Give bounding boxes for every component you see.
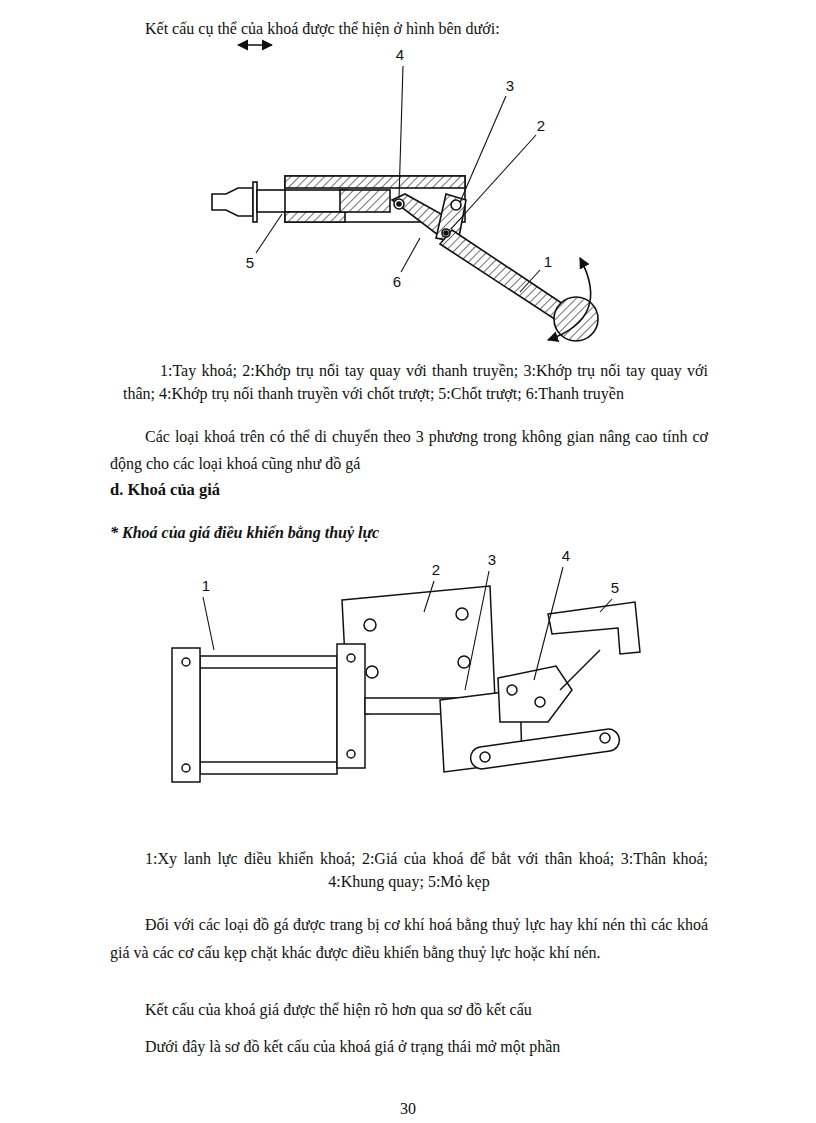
callout-number: 2 [536, 117, 546, 135]
callout-number: 1 [543, 253, 553, 271]
callout-number: 4 [395, 46, 405, 64]
cylinder-barrel [200, 656, 337, 774]
section-heading: d. Khoá của giá [110, 478, 708, 501]
pin-joint [451, 200, 461, 210]
housing-wall [285, 212, 345, 222]
page-number: 30 [400, 1097, 416, 1120]
subheading: * Khoá của giá điều khiển bằng thuỷ lực [110, 521, 708, 544]
pin-nose [212, 188, 253, 216]
end-plate [172, 648, 200, 782]
body-text: Dưới đây là sơ đồ kết cấu của khoá giá ở… [145, 1035, 708, 1058]
callout-number: 4 [561, 547, 571, 565]
leader-lines [203, 567, 612, 690]
callout-number: 5 [245, 254, 255, 272]
sliding-pin [257, 190, 347, 212]
body-text: Kết cấu của khoá giá được thể hiện rõ hơ… [145, 998, 708, 1021]
callout-number: 3 [505, 77, 515, 95]
end-plate [337, 644, 365, 768]
callout-number: 5 [610, 579, 620, 597]
figure-caption: 1:Xy lanh lực điều khiển khoá; 2:Giá của… [110, 847, 708, 893]
paragraph: Đối với các loại đồ gá được trang bị cơ … [110, 911, 708, 967]
pin-joint [394, 199, 404, 209]
link-bar [469, 728, 621, 771]
hydraulic-lock-figure [172, 567, 640, 782]
lock-handle [440, 230, 566, 320]
swing-arrow [548, 258, 591, 340]
pin-joint [397, 202, 401, 206]
lock-mechanism-figure [212, 45, 598, 341]
callout-number: 2 [431, 561, 441, 579]
housing-wall [285, 176, 465, 188]
callout-number: 1 [201, 577, 211, 595]
figure-caption: 1:Tay khoá; 2:Khớp trụ nối tay quay với … [123, 359, 708, 405]
paragraph: Các loại khoá trên có thể di chuyển theo… [110, 423, 708, 477]
leader-lines [256, 66, 540, 292]
motion-arrow [238, 44, 272, 46]
callout-number: 3 [487, 551, 497, 569]
pin-block [340, 190, 390, 212]
pin-joint [444, 231, 448, 235]
clamp-jaw [548, 602, 640, 654]
callout-number: 6 [392, 273, 402, 291]
body-text: Kết cấu cụ thể của khoá được thể hiện ở … [145, 17, 705, 40]
pin-joint [442, 229, 450, 237]
